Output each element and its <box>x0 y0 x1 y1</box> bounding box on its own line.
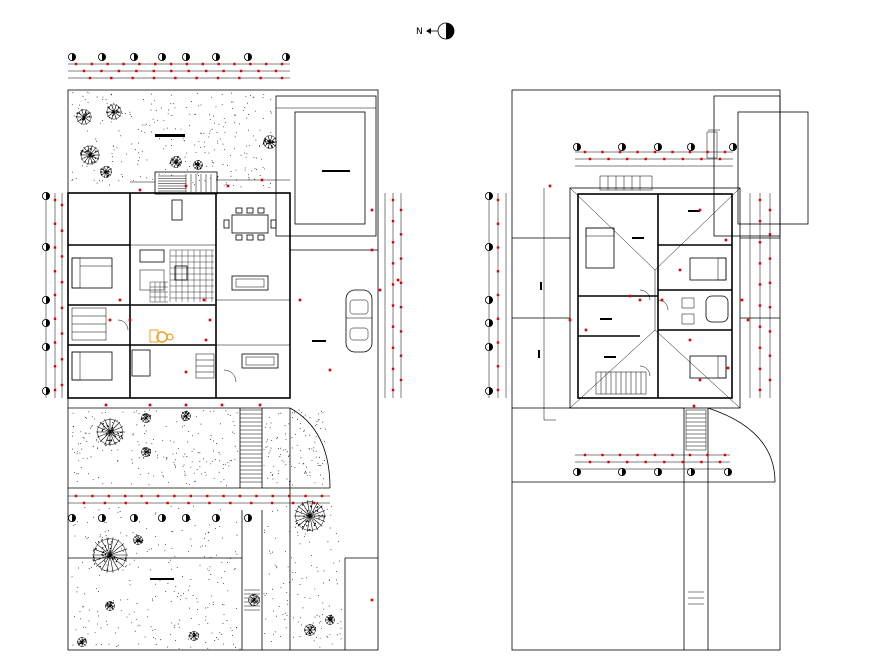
grid-bubble <box>687 467 696 476</box>
tree-icon <box>141 447 151 457</box>
grid-bubble <box>129 514 138 523</box>
tree-icon <box>189 631 200 641</box>
bathtub-icon <box>131 349 151 377</box>
stair-icon <box>158 174 212 194</box>
grid-bubble <box>618 467 627 476</box>
grid-bubble <box>243 53 252 62</box>
ground-floor-plan <box>42 53 402 651</box>
grid-bubble <box>281 53 290 62</box>
tree-icon <box>325 614 335 625</box>
bed-icon <box>689 355 727 379</box>
grid-bubble <box>724 467 733 476</box>
tree-icon <box>96 418 124 447</box>
sofa-icon <box>231 275 269 291</box>
bed-icon <box>585 227 615 269</box>
tree-icon <box>304 624 317 636</box>
grid-bubble <box>129 53 138 62</box>
tree-icon <box>169 156 182 168</box>
stair-icon <box>595 371 647 395</box>
grid-bubble <box>211 514 220 523</box>
bed-icon <box>71 257 113 289</box>
garden-area-north <box>71 91 343 650</box>
tree-icon <box>294 500 326 532</box>
top-dimension-chain <box>68 53 290 79</box>
tree-icon <box>100 166 112 178</box>
grid-bubble <box>42 191 51 200</box>
grid-bubble <box>68 53 77 62</box>
grid-bubble <box>729 142 738 151</box>
grid-bubble <box>157 53 166 62</box>
tree-icon <box>133 535 144 545</box>
grid-bubble <box>157 514 166 523</box>
grid-bubble <box>573 467 582 476</box>
grid-bubble <box>654 142 663 151</box>
tree-icon <box>92 537 128 573</box>
grid-bubble <box>181 53 190 62</box>
tree-icon <box>248 594 260 606</box>
north-arrow-icon: N <box>416 22 455 40</box>
grid-bubble <box>181 514 190 523</box>
kitchen-tiled-floor <box>149 199 214 303</box>
garage-outline <box>275 95 377 237</box>
tree-icon <box>262 135 277 149</box>
tree-icon <box>75 109 92 125</box>
left-dimension-chain <box>42 191 63 398</box>
grid-bubble <box>98 514 107 523</box>
north-label: N <box>416 27 423 37</box>
dining-table-icon <box>223 207 277 241</box>
dimension-marks <box>53 62 772 602</box>
tree-icon <box>80 145 100 165</box>
grid-bubble <box>211 53 220 62</box>
grid-bubble <box>484 295 493 304</box>
grid-bubble <box>484 342 493 351</box>
bed-icon <box>689 257 727 281</box>
grid-bubble <box>687 142 696 151</box>
grid-bubble <box>484 318 493 327</box>
tree-icon <box>193 160 203 170</box>
grid-bubble <box>42 318 51 327</box>
tree-icon <box>106 104 122 120</box>
grid-bubble <box>42 295 51 304</box>
grid-bubble <box>68 514 77 523</box>
grid-bubble <box>243 514 252 523</box>
upper-floor-plan <box>240 89 809 651</box>
sofa-icon <box>241 353 279 369</box>
right-dimension-chain <box>384 193 402 398</box>
tree-icon <box>105 601 115 611</box>
grid-bubble <box>618 142 627 151</box>
grid-bubble <box>98 53 107 62</box>
tree-icon <box>77 637 87 647</box>
upper-floor-building <box>569 175 741 409</box>
grid-bubble <box>484 242 493 251</box>
grid-bubble <box>484 386 493 395</box>
grid-bubble <box>42 342 51 351</box>
grid-bubble <box>42 242 51 251</box>
tree-icon <box>181 410 191 422</box>
grid-bubble <box>654 467 663 476</box>
garden-area-south <box>68 407 378 650</box>
grid-bubble <box>42 386 51 395</box>
bathtub-icon <box>139 249 165 263</box>
bed-icon <box>71 351 113 381</box>
ground-floor-building <box>67 171 291 399</box>
bathtub-icon <box>705 295 729 323</box>
tree-icon <box>140 413 152 423</box>
car-icon <box>345 289 373 353</box>
grid-bubble <box>573 142 582 151</box>
grid-bubble <box>484 191 493 200</box>
